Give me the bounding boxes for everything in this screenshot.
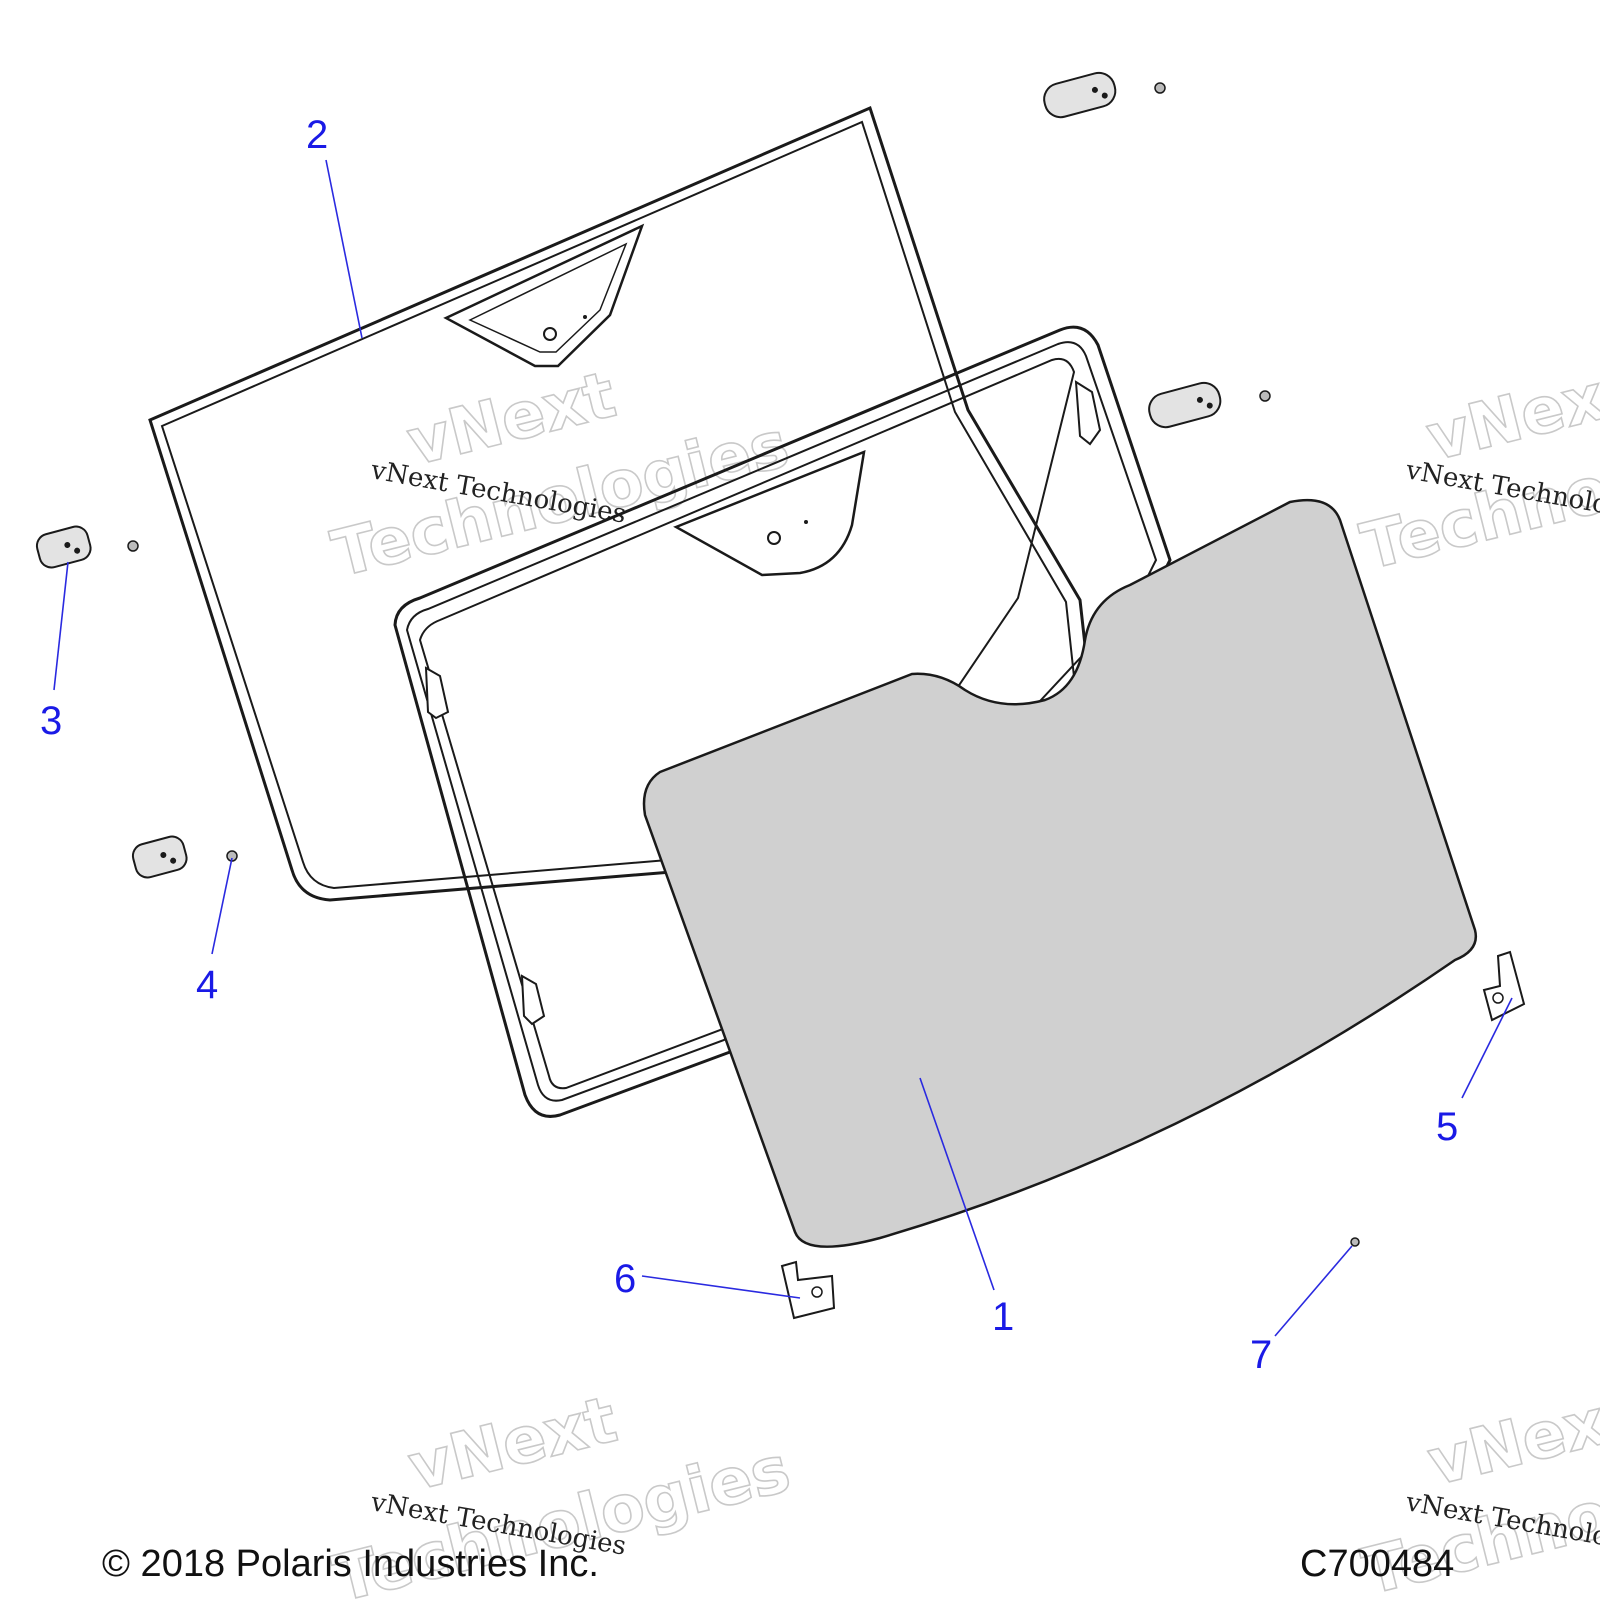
watermark-big-1: vNext xyxy=(1421,1378,1600,1501)
nut xyxy=(1154,82,1166,94)
nut xyxy=(1350,1237,1360,1247)
grommet xyxy=(131,835,188,879)
grommet-group xyxy=(35,71,1222,879)
seal-frame xyxy=(393,325,1172,1118)
copyright-text: © 2018 Polaris Industries Inc. xyxy=(102,1543,599,1585)
callout-1: 1 xyxy=(992,1295,1014,1339)
nut-group xyxy=(127,82,1360,1247)
leader-line-3 xyxy=(53,561,69,691)
callout-3: 3 xyxy=(40,699,62,743)
callout-5: 5 xyxy=(1436,1105,1458,1149)
clip-bracket xyxy=(780,1260,836,1320)
leader-lines xyxy=(53,159,1513,1337)
outer-frame xyxy=(148,105,1092,902)
drawing-code: C700484 xyxy=(1300,1543,1455,1585)
callout-2: 2 xyxy=(306,113,328,157)
callout-6: 6 xyxy=(614,1257,636,1301)
callouts: 1 2 3 4 5 6 7 xyxy=(40,113,1458,1377)
clip-bracket xyxy=(1482,950,1526,1022)
leader-line-6 xyxy=(641,1275,801,1299)
callout-4: 4 xyxy=(196,963,218,1007)
leader-line-7 xyxy=(1274,1245,1353,1337)
nut xyxy=(127,540,139,552)
leader-line-1 xyxy=(919,1077,995,1291)
leader-line-4 xyxy=(211,857,233,955)
grommet xyxy=(35,525,92,569)
nut xyxy=(1259,390,1271,402)
watermark-big-1: vNext xyxy=(1420,353,1600,476)
grommet xyxy=(1043,71,1117,119)
grommet xyxy=(1148,381,1222,429)
leader-line-2 xyxy=(325,159,363,339)
glass-panel xyxy=(642,498,1478,1248)
callout-7: 7 xyxy=(1250,1333,1272,1377)
leader-line-5 xyxy=(1461,997,1513,1099)
